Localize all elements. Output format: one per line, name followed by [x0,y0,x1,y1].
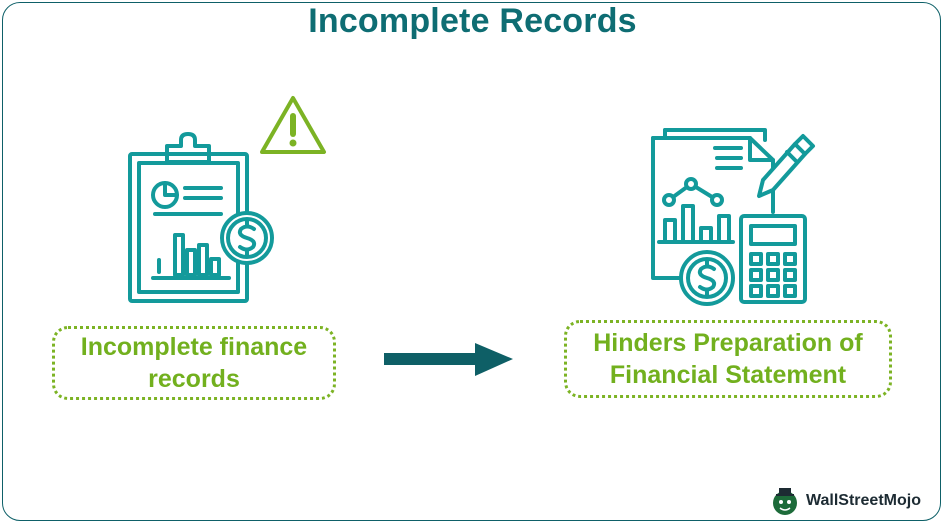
brand-mascot-icon [773,488,797,515]
hinders-preparation-label-box: Hinders Preparation of Financial Stateme… [564,320,892,398]
left-label-text: Incomplete finance records [80,333,308,393]
brand-logo: WallStreetMojo [770,486,921,516]
warning-icon [260,96,326,154]
brand-name: WallStreetMojo [806,492,921,509]
financial-statement-calculator-icon [651,128,815,306]
incomplete-records-label-box: Incomplete finance records [52,326,336,400]
page-title: Incomplete Records [308,2,637,40]
clipboard-report-icon [128,132,274,303]
arrow-right-icon [384,343,513,376]
right-label-text: Hinders Preparation of Financial Stateme… [593,329,863,389]
